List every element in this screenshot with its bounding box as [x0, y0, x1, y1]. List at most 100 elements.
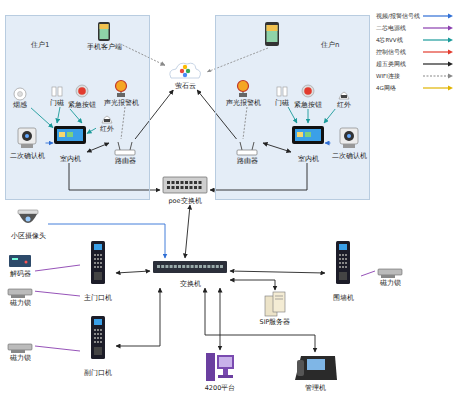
connector	[185, 205, 190, 258]
device-label: 烟感	[13, 101, 27, 109]
device-node: 磁力锁	[375, 265, 405, 287]
connector	[308, 109, 309, 123]
connector	[35, 346, 80, 351]
group-title: 住户1	[31, 40, 49, 50]
device-node: 解码器	[5, 252, 35, 278]
label-row: 手机客户端	[86, 43, 123, 51]
legend-row: 控制信号线	[376, 46, 458, 58]
label-row: 磁力锁	[375, 279, 405, 287]
connector	[35, 291, 80, 296]
indoor-icon	[53, 123, 87, 155]
device-label: 紧急按钮	[294, 101, 322, 109]
device-label: 路由器	[115, 157, 136, 165]
connector	[230, 280, 275, 290]
device-label: 围墙机	[333, 294, 354, 302]
ir-icon	[96, 111, 118, 125]
legend-line-sample	[422, 60, 454, 68]
connector	[116, 288, 160, 346]
label-row: SIP服务器	[255, 318, 295, 326]
label-row: 小区摄像头	[8, 232, 48, 240]
cloud-icon	[165, 60, 205, 82]
label-row: 二次确认机	[9, 152, 46, 160]
legend-row: 4G网络	[376, 82, 458, 94]
device-node: 声光报警机	[101, 79, 141, 107]
connector	[35, 265, 80, 271]
device-node: 围墙机	[325, 240, 361, 302]
device-label: 小区摄像头	[11, 232, 46, 240]
door-icon	[271, 85, 293, 99]
device-label: 交换机	[180, 280, 201, 288]
label-row: 声光报警机	[101, 99, 141, 107]
label-row: 紧急按钮	[67, 101, 97, 109]
connector	[205, 288, 315, 352]
household-panel-fill	[5, 15, 150, 200]
label-row: 红外	[96, 125, 118, 133]
connector	[57, 107, 60, 123]
legend-row: 超五类网线	[376, 58, 458, 70]
camera-icon	[9, 126, 45, 152]
phone-icon	[265, 22, 279, 46]
household-group: 住户1 手机客户端门磁紧急按钮声光报警机 烟感红外室内机 二次确认机路由器	[5, 15, 150, 200]
device-node: 烟感	[9, 87, 31, 109]
connector	[87, 128, 96, 133]
dome-icon	[8, 208, 48, 232]
station-icon	[80, 315, 116, 369]
device-label: 室内机	[60, 155, 81, 163]
label-row: 管理机	[290, 384, 340, 392]
label-row: 磁力锁	[5, 299, 35, 307]
device-label: 磁力锁	[10, 354, 31, 362]
device-label: 主门口机	[84, 294, 112, 302]
legend-line-sample	[422, 72, 454, 80]
phone-icon	[86, 21, 122, 43]
device-label: 路由器	[237, 157, 258, 165]
device-label: 磁力锁	[380, 279, 401, 287]
connector	[288, 107, 297, 123]
ir-icon	[333, 87, 355, 101]
connector	[46, 143, 54, 144]
label-row: 路由器	[231, 157, 263, 165]
connector	[69, 163, 160, 190]
connector	[135, 90, 173, 139]
label-row: 主门口机	[80, 294, 116, 302]
door-icon	[46, 85, 68, 99]
device-label: 二次确认机	[10, 152, 45, 160]
connector	[48, 224, 165, 258]
device-node: 萤石云	[165, 60, 205, 90]
device-label: 副门口机	[84, 369, 112, 377]
device-label: 4200平台	[205, 384, 236, 392]
router-icon	[109, 139, 141, 157]
device-node: 室内机	[53, 123, 87, 163]
legend-text: 视频/报警信号线	[376, 13, 422, 20]
label-row: 红外	[333, 101, 355, 109]
device-label: 管理机	[305, 384, 326, 392]
label-row: 4200平台	[200, 384, 240, 392]
label-row: 交换机	[150, 280, 230, 288]
device-node: 声光报警机	[223, 79, 263, 107]
label-row: 围墙机	[325, 294, 361, 302]
legend-text: 二芯电源线	[376, 25, 422, 32]
alarm-icon	[223, 79, 263, 99]
device-label: 磁力锁	[10, 299, 31, 307]
connector	[324, 109, 335, 123]
connector	[121, 107, 125, 139]
device-node: 副门口机	[80, 315, 116, 377]
device-node: 路由器	[109, 139, 141, 165]
label-row: 烟感	[9, 101, 31, 109]
camera-icon	[331, 126, 367, 152]
device-node: 小区摄像头	[8, 208, 48, 240]
label-row: 紧急按钮	[293, 101, 323, 109]
device-label: 声光报警机	[104, 99, 139, 107]
device-label: 红外	[100, 125, 114, 133]
connector	[361, 271, 375, 276]
label-row: 二次确认机	[331, 152, 368, 160]
device-label: 门磁	[50, 99, 64, 107]
label-row: 解码器	[5, 270, 35, 278]
legend-row: WIFI连接	[376, 70, 458, 82]
device-node: 手机客户端	[86, 21, 123, 51]
poe-icon	[160, 175, 210, 197]
pc-icon	[200, 350, 240, 384]
lock-icon	[5, 340, 35, 354]
arrow-head	[207, 69, 212, 72]
